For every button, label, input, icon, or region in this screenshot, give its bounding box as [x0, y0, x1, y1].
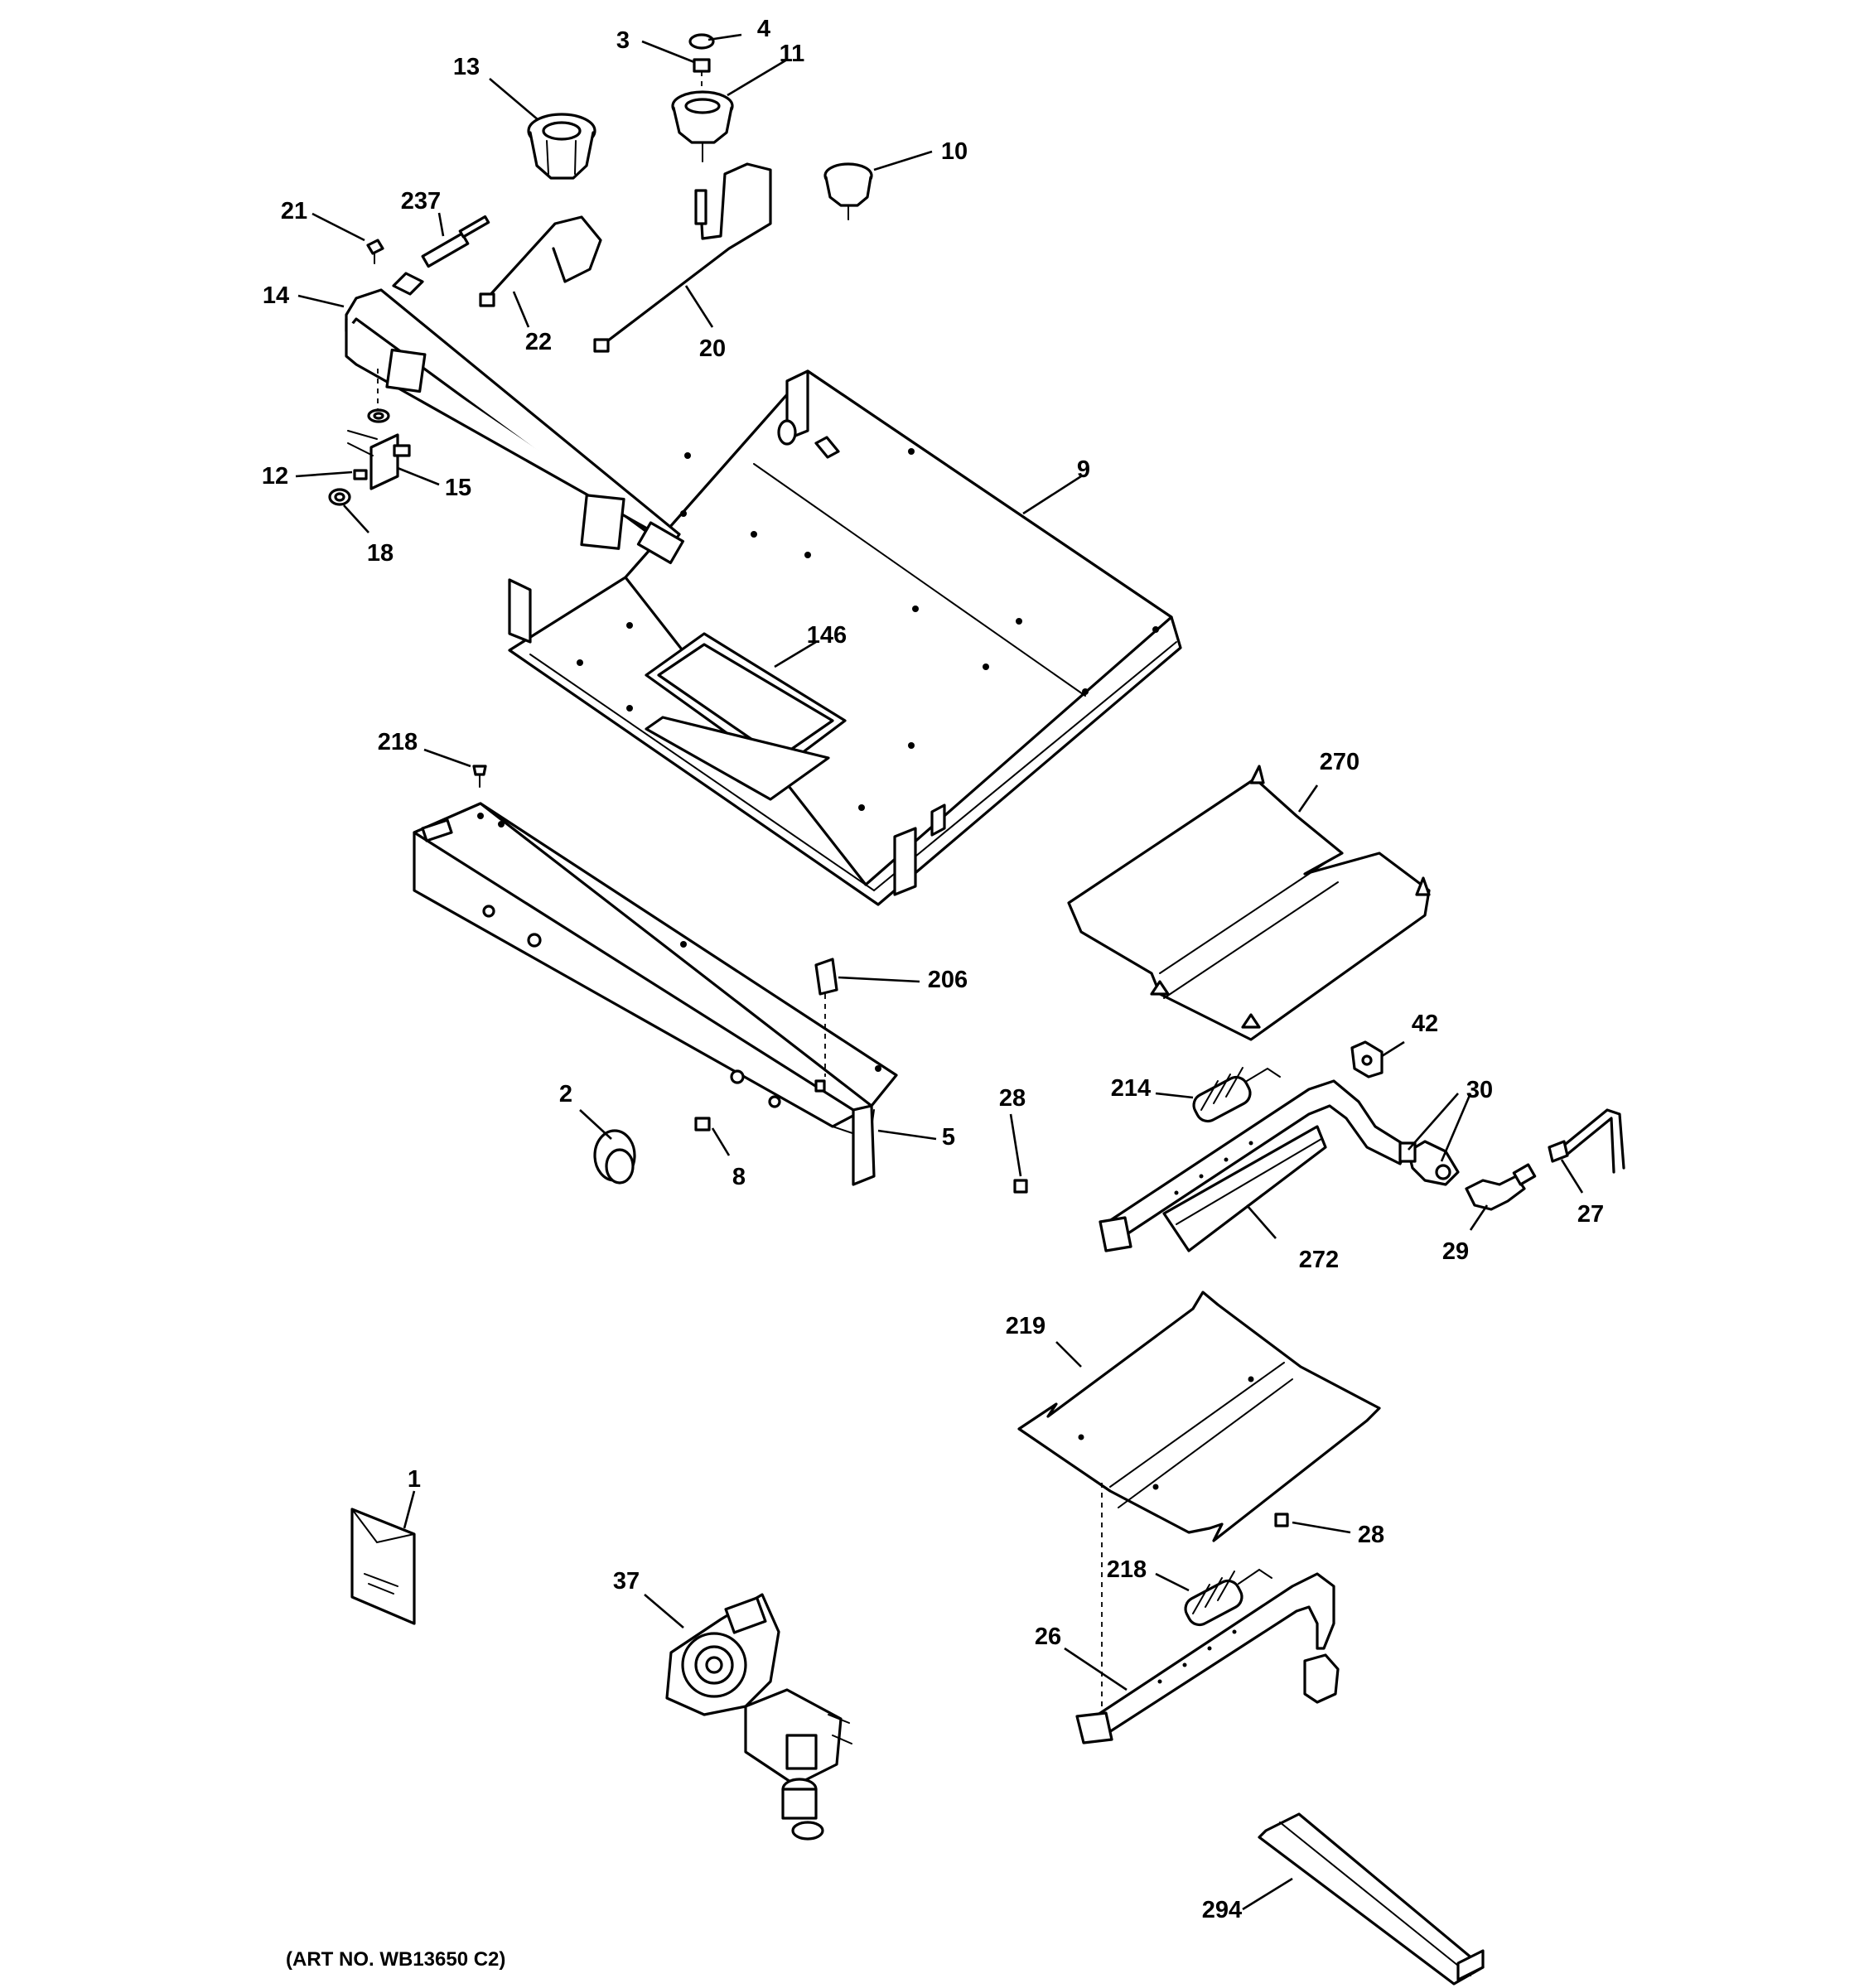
callout-4: 4	[757, 16, 770, 42]
callout-294: 294	[1202, 1897, 1242, 1923]
baffle-part-272[interactable]	[1162, 1125, 1327, 1252]
gas-valve-part-214[interactable]	[665, 1593, 852, 1841]
callout-219: 219	[1006, 1313, 1045, 1339]
callout-22: 22	[525, 329, 552, 355]
literature-part-1[interactable]	[350, 1508, 416, 1625]
broil-burner-part-26[interactable]	[1075, 1572, 1340, 1744]
tube-part-27[interactable]	[1548, 1108, 1625, 1174]
callout-237: 237	[401, 188, 441, 215]
burner-head-part-11[interactable]	[671, 90, 734, 162]
knob-part-2[interactable]	[593, 1129, 636, 1185]
screw-part-3[interactable]	[693, 58, 711, 73]
callout-12: 12	[262, 463, 288, 490]
callout-42: 146	[807, 622, 847, 649]
callout-11: 11	[780, 41, 805, 67]
clip-part-146[interactable]	[814, 958, 838, 996]
callout-218-upper: 214	[1111, 1075, 1151, 1102]
callout-15: 15	[445, 475, 471, 501]
callout-labels: 13 3 4 11 10 237 21 14 22 20 12 15 18 9 …	[262, 16, 1604, 1971]
callout-27: 27	[1577, 1201, 1604, 1228]
burner-head-part-13[interactable]	[527, 113, 596, 180]
callout-10: 10	[941, 138, 968, 165]
tube-part-20[interactable]	[593, 162, 772, 353]
callout-1: 1	[408, 1466, 421, 1493]
washer	[367, 408, 390, 423]
callout-21: 21	[281, 198, 307, 224]
nut-part-18[interactable]	[328, 488, 351, 506]
spring-clip-part-12[interactable]	[353, 469, 368, 480]
callout-28-upper: 28	[999, 1085, 1026, 1112]
callout-29: 29	[1442, 1238, 1469, 1265]
callout-28-lower: 28	[1358, 1522, 1384, 1548]
manifold-panel-part-5[interactable]	[413, 802, 898, 1186]
art-number: (ART NO. WB13650 C2)	[286, 1948, 505, 1971]
callout-5: 5	[942, 1124, 955, 1151]
tube-part-22[interactable]	[479, 215, 602, 307]
callout-2: 2	[559, 1081, 572, 1107]
callout-3: 3	[616, 27, 630, 54]
screw-part-206[interactable]	[472, 765, 487, 788]
manifold-part-14[interactable]	[345, 272, 685, 565]
callout-9: 9	[1077, 456, 1090, 483]
igniter-part-218-upper[interactable]	[1190, 1067, 1281, 1125]
burner-box-part-9[interactable]	[508, 369, 1182, 906]
callout-214: 37	[613, 1568, 640, 1595]
callout-18: 18	[367, 540, 394, 567]
igniter-bracket-part-15[interactable]	[347, 430, 411, 490]
nut-part-4[interactable]	[688, 33, 715, 50]
burner-head-part-10[interactable]	[823, 162, 873, 220]
callout-30: 30	[1466, 1077, 1493, 1103]
callout-14: 14	[263, 282, 289, 309]
callout-13: 13	[453, 54, 480, 80]
heat-shield-part-270[interactable]	[1067, 765, 1431, 1041]
callout-26: 26	[1035, 1624, 1061, 1650]
heat-shield-part-219[interactable]	[1017, 1291, 1381, 1542]
callout-270: 270	[1320, 749, 1359, 775]
screw-part-21[interactable]	[366, 239, 384, 264]
callout-20: 20	[699, 335, 726, 362]
callout-146: 206	[928, 967, 968, 993]
leader-lines	[295, 33, 1584, 1911]
bracket-part-294[interactable]	[1258, 1812, 1485, 1986]
callout-272: 272	[1299, 1247, 1339, 1273]
elbow-part-29[interactable]	[1465, 1163, 1537, 1211]
callout-218-lower: 218	[1107, 1556, 1147, 1583]
callout-206: 218	[378, 729, 418, 755]
screw-part-28-upper[interactable]	[1013, 1179, 1028, 1194]
fitting-part-237[interactable]	[421, 215, 490, 268]
screw-part-8[interactable]	[694, 1117, 711, 1132]
callout-8: 8	[732, 1164, 746, 1190]
igniter-part-218-lower[interactable]	[1181, 1568, 1272, 1629]
callout-37: 42	[1412, 1011, 1438, 1037]
oven-burner-tube-upper[interactable]	[1099, 1079, 1410, 1252]
screw-part-28-lower[interactable]	[1274, 1513, 1289, 1527]
bracket-part-37[interactable]	[1350, 1040, 1384, 1078]
